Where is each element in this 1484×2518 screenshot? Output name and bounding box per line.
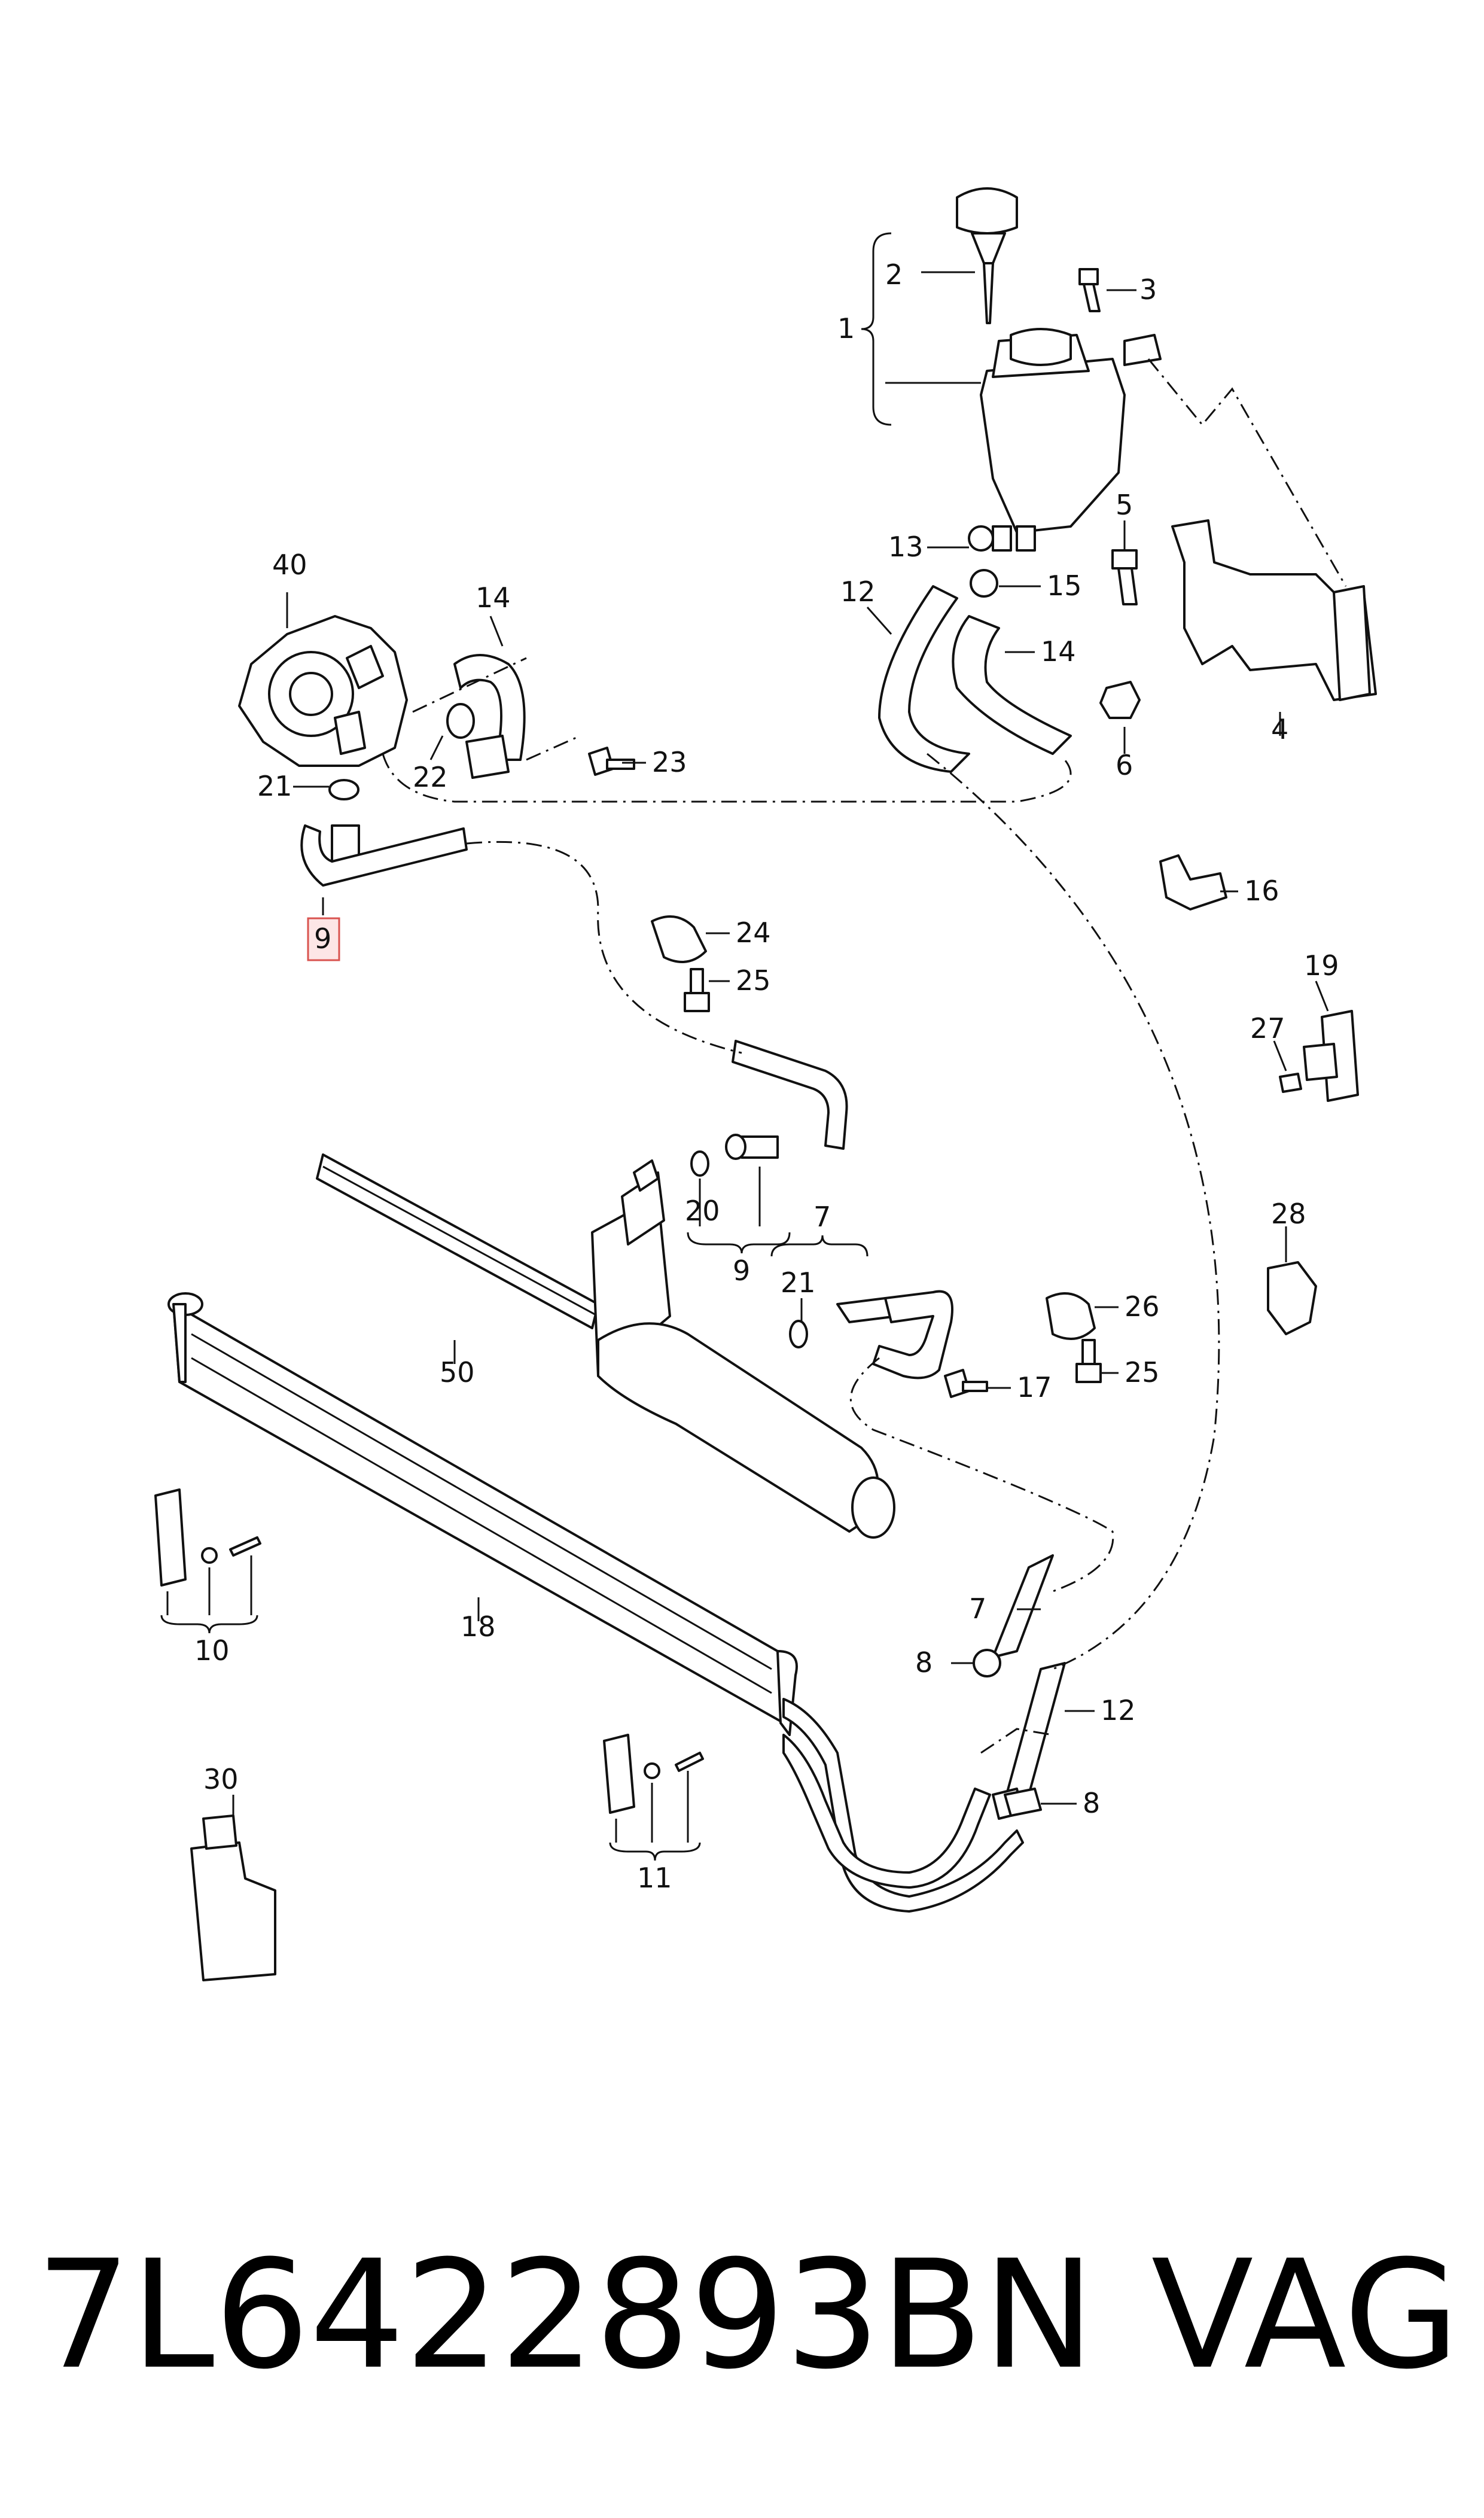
suction-hose-14-pump bbox=[453, 654, 526, 779]
routing-line-5 bbox=[1147, 358, 1347, 587]
callout-2: 2 bbox=[885, 258, 903, 291]
steering-rack bbox=[316, 1153, 895, 1539]
reservoir-cap-dipstick bbox=[956, 187, 1018, 324]
callout-12-lower: 12 bbox=[1101, 1694, 1136, 1727]
callout-15: 15 bbox=[1047, 570, 1082, 602]
callout-18: 18 bbox=[461, 1610, 496, 1643]
routing-line-8 bbox=[980, 1728, 1053, 1754]
routing-line-1 bbox=[382, 753, 1072, 803]
callout-13: 13 bbox=[888, 531, 924, 563]
callout-24: 24 bbox=[736, 917, 771, 949]
hose-clamp-8-lower bbox=[1004, 1788, 1042, 1817]
fluid-bottle bbox=[190, 1814, 276, 1981]
bracket-set-11 bbox=[603, 1734, 704, 1814]
bolt-25-lower bbox=[1075, 1339, 1102, 1383]
return-line-7-rack-end bbox=[836, 1290, 953, 1380]
brand-label: VAG bbox=[1151, 2228, 1459, 2402]
callout-25-upper: 25 bbox=[736, 964, 771, 997]
callout-7-upper: 7 bbox=[813, 1201, 831, 1233]
screw-27 bbox=[1279, 1073, 1302, 1093]
callout-9-highlighted[interactable]: 9 bbox=[307, 917, 340, 961]
cooler-lines bbox=[782, 1554, 1066, 1913]
bolt-25-upper bbox=[684, 968, 710, 1012]
hose-clamp-13 bbox=[968, 525, 994, 552]
callout-16: 16 bbox=[1244, 875, 1279, 907]
fluid-cooler bbox=[167, 1292, 798, 1736]
seal-ring-22 bbox=[446, 703, 475, 739]
seal-ring-21-rack bbox=[789, 1320, 808, 1348]
part-number: 7L6422893BN bbox=[36, 2228, 1095, 2402]
callout-30: 30 bbox=[203, 1763, 239, 1795]
bracket-set-10 bbox=[154, 1488, 261, 1587]
brace-1 bbox=[861, 232, 892, 426]
holder-28 bbox=[1267, 1261, 1317, 1335]
callout-3: 3 bbox=[1139, 273, 1157, 306]
pressure-line-9-rack-end bbox=[725, 1040, 848, 1160]
clamp-26 bbox=[1046, 1292, 1096, 1340]
callout-19: 19 bbox=[1304, 949, 1339, 982]
callout-23: 23 bbox=[652, 746, 687, 778]
routing-line-6 bbox=[412, 657, 527, 713]
callout-7-lower: 7 bbox=[969, 1593, 986, 1625]
callout-12-upper: 12 bbox=[840, 576, 876, 608]
bolt-17 bbox=[944, 1369, 988, 1398]
fluid-reservoir bbox=[980, 328, 1162, 552]
callout-26: 26 bbox=[1125, 1290, 1160, 1323]
footer: 7L6422893BN VAG bbox=[36, 2237, 1459, 2393]
callout-22: 22 bbox=[413, 761, 448, 793]
routing-line-4 bbox=[850, 1357, 1114, 1593]
reservoir-bracket bbox=[1171, 519, 1377, 701]
hose-clamp-15 bbox=[970, 569, 998, 598]
bolt-5 bbox=[1111, 549, 1138, 605]
callout-4: 4 bbox=[1271, 713, 1288, 745]
callout-14-reservoir: 14 bbox=[1041, 635, 1076, 668]
callout-40: 40 bbox=[272, 549, 307, 581]
hose-clamp-8-upper bbox=[973, 1649, 1001, 1677]
callout-5: 5 bbox=[1116, 489, 1133, 521]
callout-8-upper: 8 bbox=[915, 1646, 933, 1679]
routing-line-3 bbox=[927, 753, 1220, 1670]
bracket-19 bbox=[1303, 1010, 1359, 1102]
nut-6 bbox=[1099, 681, 1141, 719]
callout-21-pump: 21 bbox=[257, 770, 292, 802]
callout-8-lower: 8 bbox=[1083, 1787, 1100, 1819]
clip-16 bbox=[1159, 854, 1227, 911]
routing-line-7 bbox=[526, 735, 581, 761]
callout-27: 27 bbox=[1250, 1012, 1285, 1045]
callout-14-pump: 14 bbox=[476, 581, 511, 614]
return-hose-12-upper bbox=[878, 585, 970, 773]
pressure-line-9-pump-end bbox=[300, 824, 468, 887]
callout-50: 50 bbox=[440, 1356, 475, 1389]
callout-25-lower: 25 bbox=[1125, 1356, 1160, 1389]
callout-9-rack: 9 bbox=[733, 1255, 750, 1287]
callout-9-pump: 9 bbox=[314, 922, 331, 955]
callout-1: 1 bbox=[837, 312, 855, 345]
suction-hose-14-upper bbox=[952, 615, 1072, 755]
callout-21-rack: 21 bbox=[781, 1266, 816, 1299]
callout-28: 28 bbox=[1271, 1198, 1306, 1230]
seal-ring-21-pump bbox=[328, 779, 359, 800]
callout-10: 10 bbox=[194, 1634, 230, 1667]
power-steering-pump bbox=[238, 615, 408, 767]
routing-line-2 bbox=[466, 841, 742, 1054]
callout-17: 17 bbox=[1017, 1371, 1052, 1403]
bolt-3 bbox=[1078, 268, 1101, 312]
callout-6: 6 bbox=[1116, 749, 1133, 781]
seal-ring-20 bbox=[690, 1150, 709, 1177]
callout-20: 20 bbox=[685, 1195, 720, 1227]
clamp-24 bbox=[651, 915, 707, 963]
bolt-23 bbox=[588, 747, 635, 776]
callout-11: 11 bbox=[637, 1862, 672, 1894]
